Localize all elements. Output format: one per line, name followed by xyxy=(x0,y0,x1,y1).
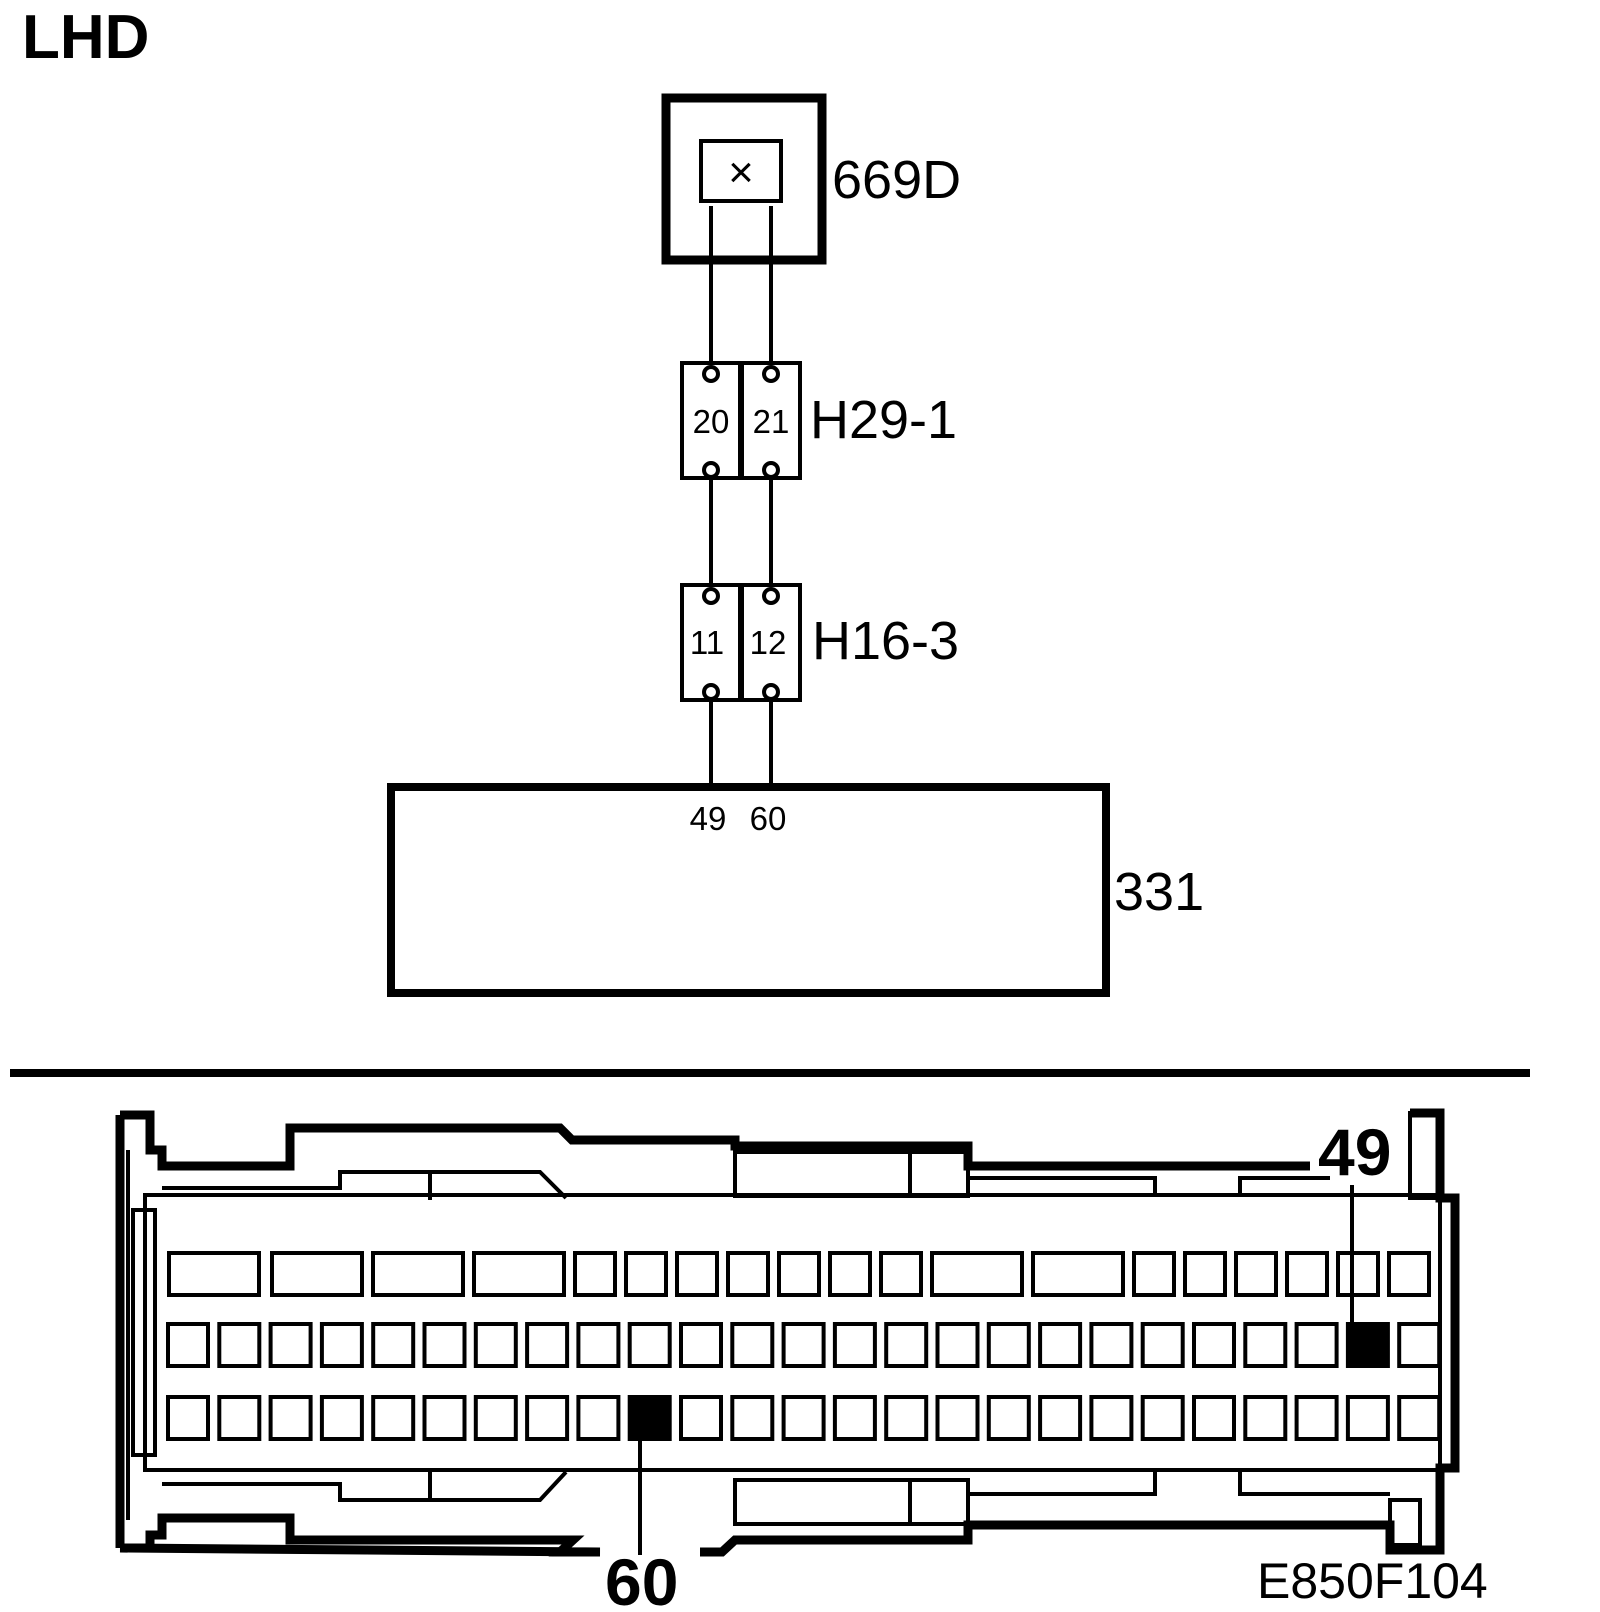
pin-cavity xyxy=(1192,1395,1236,1441)
connector-face-outline xyxy=(115,1108,1460,1557)
pin-cavity xyxy=(777,1251,821,1297)
pin-cavity xyxy=(1140,1322,1185,1368)
pin-cavity-wide xyxy=(1031,1251,1125,1297)
pin-cavity xyxy=(1038,1322,1083,1368)
pin-cavity xyxy=(166,1322,210,1368)
pin-cavity xyxy=(217,1395,262,1441)
switch-669d: × xyxy=(661,93,827,265)
pin-cavity xyxy=(422,1322,467,1368)
pin-cavity xyxy=(217,1322,262,1368)
pin-cavity xyxy=(1234,1251,1278,1297)
pin-cavity xyxy=(679,1395,723,1441)
pin-cavity xyxy=(726,1251,770,1297)
pin-cavity xyxy=(525,1322,570,1368)
pin-cavity-49 xyxy=(1345,1322,1390,1368)
module-label: 331 xyxy=(1114,862,1204,922)
pin-cavity xyxy=(1243,1395,1288,1441)
pin-cavity xyxy=(935,1395,980,1441)
pin-cavity xyxy=(781,1395,826,1441)
pin-cavity xyxy=(986,1322,1031,1368)
pin-cavity xyxy=(1345,1395,1390,1441)
switch-symbol: × xyxy=(728,148,754,197)
module-pin-49: 49 xyxy=(690,800,727,837)
pin-cavity xyxy=(1243,1322,1288,1368)
pin-cavity xyxy=(576,1395,621,1441)
figure-code: E850F104 xyxy=(1257,1553,1488,1609)
module-pin-60: 60 xyxy=(750,800,787,837)
connector-pin-grid xyxy=(166,1251,1442,1441)
pin-cavity xyxy=(730,1395,775,1441)
pin-cavity xyxy=(166,1395,210,1441)
pin-cavity xyxy=(1183,1251,1227,1297)
pin-12: 12 xyxy=(750,624,787,661)
pin-cavity xyxy=(371,1395,416,1441)
pin-cavity xyxy=(525,1395,570,1441)
connector-h29-1-label: H29-1 xyxy=(810,390,957,450)
connector-h16-3: 11 12 xyxy=(680,583,802,702)
pin-cavity xyxy=(1336,1251,1380,1297)
pin-cavity xyxy=(319,1395,364,1441)
pin-cavity xyxy=(1294,1322,1339,1368)
callout-60: 60 xyxy=(605,1545,678,1612)
pin-cavity xyxy=(627,1322,672,1368)
pin-cavity xyxy=(1397,1395,1442,1441)
pin-cavity xyxy=(884,1322,929,1368)
pin-cavity xyxy=(1192,1322,1236,1368)
pin-cavity-wide xyxy=(930,1251,1024,1297)
pin-cavity-wide xyxy=(167,1251,261,1297)
pin-cavity xyxy=(371,1322,416,1368)
pin-cavity xyxy=(1387,1251,1431,1297)
pin-cavity-wide xyxy=(270,1251,364,1297)
pin-cavity-60 xyxy=(627,1395,672,1441)
pin-cavity xyxy=(1285,1251,1329,1297)
pin-cavity xyxy=(1132,1251,1176,1297)
module-331 xyxy=(387,783,1110,997)
pin-cavity xyxy=(473,1322,518,1368)
connector-h16-3-label: H16-3 xyxy=(812,611,959,671)
connector-h29-1: 20 21 xyxy=(680,361,802,480)
pin-cavity xyxy=(573,1251,617,1297)
pin-cavity xyxy=(576,1322,621,1368)
pin-cavity xyxy=(1294,1395,1339,1441)
pin-11: 11 xyxy=(690,624,724,661)
pin-cavity-wide xyxy=(371,1251,465,1297)
pin-cavity xyxy=(1089,1322,1134,1368)
pin-cavity xyxy=(986,1395,1031,1441)
pin-cavity xyxy=(473,1395,518,1441)
pin-cavity xyxy=(935,1322,980,1368)
pin-cavity xyxy=(1089,1395,1134,1441)
pin-cavity xyxy=(268,1322,313,1368)
pin-cavity xyxy=(879,1251,923,1297)
region-label: LHD xyxy=(22,3,149,72)
pin-cavity xyxy=(1397,1322,1442,1368)
pin-cavity xyxy=(884,1395,929,1441)
pin-cavity xyxy=(679,1322,723,1368)
pin-cavity xyxy=(624,1251,668,1297)
pin-cavity xyxy=(675,1251,719,1297)
pin-cavity xyxy=(319,1322,364,1368)
pin-cavity xyxy=(1140,1395,1185,1441)
pin-cavity xyxy=(730,1322,775,1368)
pin-21: 21 xyxy=(753,403,790,440)
pin-cavity xyxy=(828,1251,872,1297)
pin-cavity xyxy=(832,1322,877,1368)
switch-label: 669D xyxy=(832,150,961,210)
callout-49: 49 xyxy=(1318,1115,1391,1189)
pin-cavity xyxy=(268,1395,313,1441)
pin-cavity-wide xyxy=(472,1251,566,1297)
pin-20: 20 xyxy=(693,403,730,440)
pin-cavity xyxy=(422,1395,467,1441)
pin-cavity xyxy=(832,1395,877,1441)
pin-cavity xyxy=(1038,1395,1083,1441)
pin-cavity xyxy=(781,1322,826,1368)
